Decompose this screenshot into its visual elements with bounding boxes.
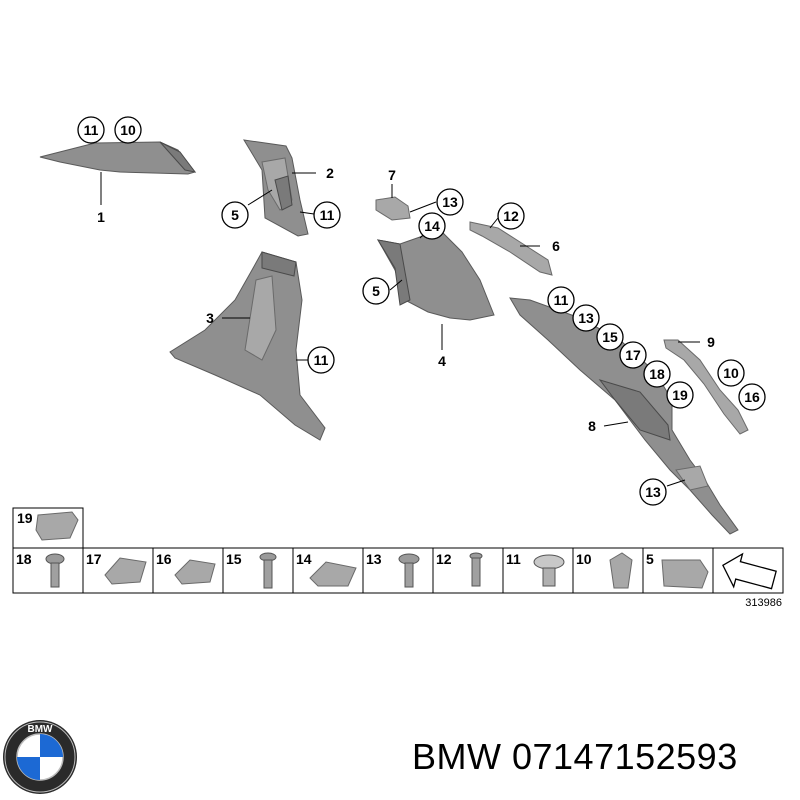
part-14-nut [309,561,357,587]
part-9-bracket [663,339,749,435]
svg-text:10: 10 [120,122,136,138]
svg-text:16: 16 [156,551,172,567]
part-19-clip [35,511,79,541]
callout-5-a: 5 [221,201,249,229]
part-1-trim [39,141,197,205]
svg-text:10: 10 [576,551,592,567]
part-12-rivet [469,552,483,587]
svg-text:18: 18 [649,366,665,382]
bmw-logo: BMW [3,720,77,794]
callout-18: 18 [643,360,671,388]
svg-text:11: 11 [314,352,329,368]
svg-text:18: 18 [16,551,32,567]
part-17-nut [104,557,147,585]
label-4: 4 [438,353,446,369]
svg-text:13: 13 [645,484,661,500]
callout-11-d: 11 [547,286,575,314]
svg-text:12: 12 [436,551,452,567]
part-3-trim [169,251,326,441]
part-5-clip [661,559,709,589]
part-2-trim [243,139,316,237]
svg-text:17: 17 [86,551,102,567]
label-8: 8 [588,418,596,434]
reference-number: 313986 [745,597,782,609]
callout-13-c: 13 [639,478,667,506]
part-16-nut [174,559,216,585]
label-3: 3 [206,310,214,326]
callout-14: 14 [418,212,446,240]
part-13-screw [398,553,420,588]
callout-19: 19 [666,381,694,409]
svg-text:11: 11 [320,207,335,223]
label-9: 9 [707,334,715,350]
svg-text:BMW: BMW [28,724,54,735]
label-6: 6 [552,238,560,254]
svg-text:16: 16 [744,389,760,405]
callout-11-c: 11 [307,346,335,374]
part-4-trim [376,229,495,350]
callout-10-b: 10 [717,359,745,387]
svg-text:5: 5 [372,283,380,299]
callout-10-a: 10 [114,116,142,144]
part-6-bracket [469,217,553,276]
svg-text:13: 13 [442,194,458,210]
callout-5-b: 5 [362,277,390,305]
label-1: 1 [97,209,105,225]
part-10-clip [609,552,633,589]
svg-text:11: 11 [554,292,569,308]
svg-text:15: 15 [226,551,242,567]
svg-text:10: 10 [723,365,739,381]
svg-text:14: 14 [296,551,312,567]
part-7-bracket [375,184,411,221]
callout-13-a: 13 [436,188,464,216]
table-cell-label: 19 [17,510,33,526]
svg-text:15: 15 [602,329,618,345]
part-15-screw [259,552,277,589]
parts-table: 19 18 17 16 15 14 13 12 11 10 5 [12,507,784,594]
svg-text:17: 17 [625,347,641,363]
svg-text:5: 5 [646,551,654,567]
callout-11-a: 11 [77,116,105,144]
svg-text:14: 14 [424,218,440,234]
callout-17: 17 [619,341,647,369]
callout-13-b: 13 [572,304,600,332]
part-number-caption: BMW 07147152593 [412,736,738,777]
view-arrow-icon [722,552,777,590]
callout-11-b: 11 [313,201,341,229]
callout-12: 12 [497,202,525,230]
callout-15: 15 [596,323,624,351]
callout-16: 16 [738,383,766,411]
part-8-trim [509,297,739,535]
svg-text:19: 19 [672,387,688,403]
part-18-screw [45,553,65,588]
label-7: 7 [388,167,396,183]
svg-text:13: 13 [578,310,594,326]
svg-text:13: 13 [366,551,382,567]
svg-text:12: 12 [503,208,519,224]
part-11-clip [533,554,565,587]
svg-text:5: 5 [231,207,239,223]
label-2: 2 [326,165,334,181]
svg-text:11: 11 [84,122,99,138]
svg-text:11: 11 [506,551,521,567]
